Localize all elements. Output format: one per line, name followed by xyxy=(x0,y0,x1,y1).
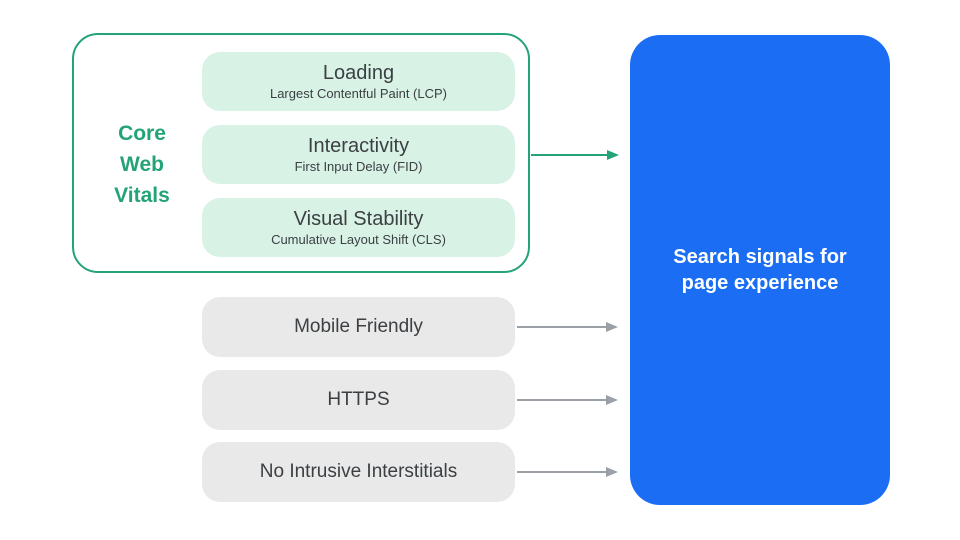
vital-title: Visual Stability xyxy=(293,208,424,230)
core-web-vitals-label: Core Web Vitals xyxy=(114,122,170,207)
signal-pill-https: HTTPS xyxy=(202,370,515,430)
search-signals-label: Search signals for page experience xyxy=(673,246,847,294)
arrow-no-intrusive-interstitials xyxy=(517,467,618,477)
core-web-vitals-group-box xyxy=(72,33,530,273)
arrow-head-icon xyxy=(606,322,618,332)
signal-label: Mobile Friendly xyxy=(294,316,423,337)
signal-pill-no-intrusive-interstitials: No Intrusive Interstitials xyxy=(202,442,515,502)
signal-pill-mobile-friendly: Mobile Friendly xyxy=(202,297,515,357)
vital-subtitle: Largest Contentful Paint (LCP) xyxy=(269,86,448,101)
arrow-head-icon xyxy=(606,467,618,477)
vital-title: Interactivity xyxy=(307,135,410,157)
vital-title: Loading xyxy=(322,62,395,84)
arrow-head-icon xyxy=(606,395,618,405)
search-signals-box: Search signals for page experience xyxy=(630,35,890,505)
vital-pill-loading: Loading Largest Contentful Paint (LCP) xyxy=(202,52,515,111)
arrow-shaft xyxy=(517,326,607,328)
arrow-shaft xyxy=(531,154,608,156)
arrow-mobile-friendly xyxy=(517,322,618,332)
arrow-https xyxy=(517,395,618,405)
arrow-shaft xyxy=(517,399,607,401)
arrow-head-icon xyxy=(607,150,619,160)
arrow-shaft xyxy=(517,471,607,473)
signal-label: HTTPS xyxy=(327,389,390,410)
vital-pill-visual-stability: Visual Stability Cumulative Layout Shift… xyxy=(202,198,515,257)
vital-pill-interactivity: Interactivity First Input Delay (FID) xyxy=(202,125,515,184)
arrow-core-web-vitals xyxy=(531,150,619,160)
vital-subtitle: First Input Delay (FID) xyxy=(294,159,423,174)
signal-label: No Intrusive Interstitials xyxy=(259,461,458,482)
vital-subtitle: Cumulative Layout Shift (CLS) xyxy=(271,232,446,247)
